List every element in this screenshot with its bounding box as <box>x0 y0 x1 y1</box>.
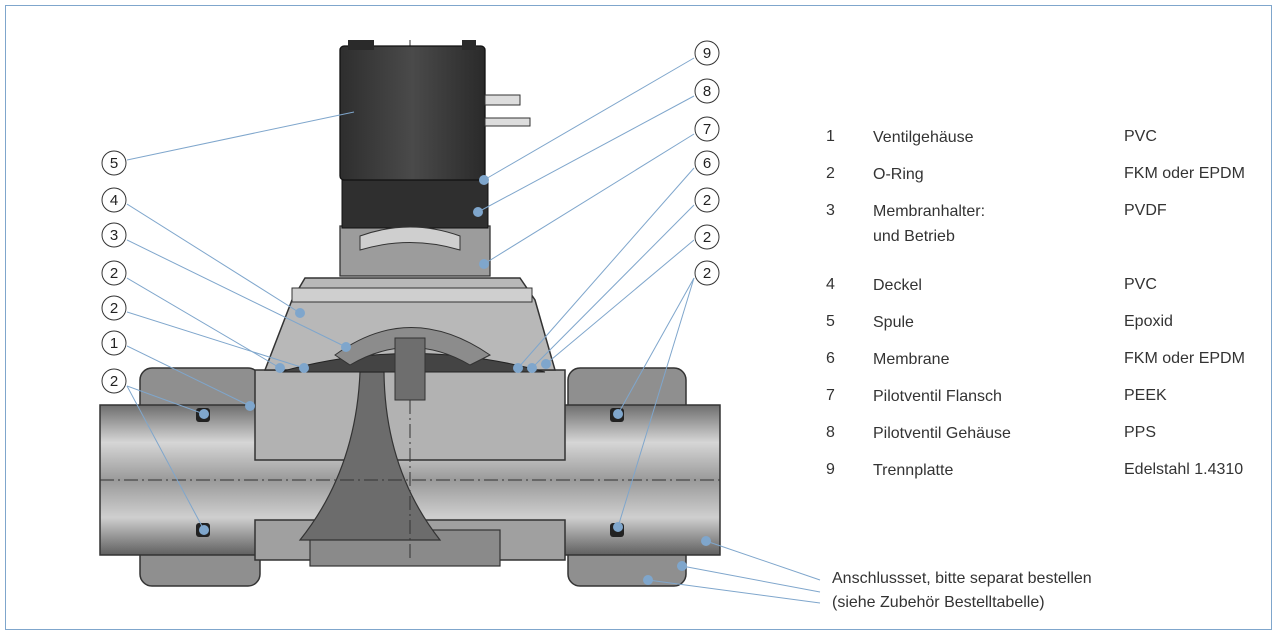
connector-pin-1 <box>484 94 521 106</box>
legend-material: PVC <box>1124 128 1157 145</box>
svg-text:2: 2 <box>703 229 711 246</box>
cover-flange <box>291 287 533 303</box>
callout-2: 2 <box>101 260 127 286</box>
callout-5: 5 <box>101 150 127 176</box>
callout-2: 2 <box>694 187 720 213</box>
legend-part: Pilotventil Gehäuse <box>873 425 1011 442</box>
svg-text:3: 3 <box>110 227 118 244</box>
marker <box>701 536 711 546</box>
legend-part: Membranhalter: <box>873 203 986 220</box>
marker <box>299 363 309 373</box>
legend-material: FKM oder EPDM <box>1124 350 1245 367</box>
legend-part: Ventilgehäuse <box>873 129 974 146</box>
callout-2: 2 <box>694 224 720 250</box>
legend-part: Deckel <box>873 277 922 294</box>
separating-wall <box>298 371 442 541</box>
svg-text:2: 2 <box>110 265 118 282</box>
legend-number: 4 <box>826 276 835 293</box>
marker <box>341 342 351 352</box>
accessory-table-note: (siehe Zubehör Bestelltabelle) <box>832 594 1045 611</box>
callout-1: 1 <box>101 330 127 356</box>
coil-tab <box>348 40 374 50</box>
marker-dots <box>199 175 711 585</box>
svg-text:6: 6 <box>703 155 711 172</box>
svg-text:5: 5 <box>110 155 118 172</box>
solenoid-coil <box>339 45 486 181</box>
legend-material: PPS <box>1124 424 1157 441</box>
marker <box>479 175 489 185</box>
marker <box>275 363 285 373</box>
legend-number: 2 <box>826 165 835 182</box>
legend-number: 7 <box>826 387 835 404</box>
svg-text:8: 8 <box>703 83 711 100</box>
svg-text:7: 7 <box>703 121 711 138</box>
legend-number: 5 <box>826 313 835 330</box>
legend-number: 6 <box>826 350 835 367</box>
cover-assembly <box>263 277 556 401</box>
legend-material: PVC <box>1124 276 1157 293</box>
callout-2: 2 <box>101 295 127 321</box>
pilot-internals <box>359 226 461 251</box>
legend-part-line2: und Betrieb <box>873 228 955 245</box>
legend-number: 3 <box>826 202 835 219</box>
marker <box>245 401 255 411</box>
marker <box>199 525 209 535</box>
legend-part: Spule <box>873 314 914 331</box>
leader-lines <box>126 57 821 604</box>
legend-material: FKM oder EPDM <box>1124 165 1245 182</box>
legend-material: Edelstahl 1.4310 <box>1124 461 1244 478</box>
legend-part: Membrane <box>873 351 950 368</box>
pilot-and-coil <box>339 40 531 277</box>
legend-part: O-Ring <box>873 166 924 183</box>
plunger <box>394 337 426 401</box>
marker <box>527 363 537 373</box>
callout-3: 3 <box>101 222 127 248</box>
callout-2: 2 <box>694 260 720 286</box>
legend-material: PEEK <box>1124 387 1167 404</box>
pilot-housing <box>341 179 489 229</box>
callout-7: 7 <box>694 116 720 142</box>
marker <box>677 561 687 571</box>
connection-set-note: Anschlussset, bitte separat bestellen <box>832 570 1092 587</box>
svg-text:9: 9 <box>703 45 711 62</box>
callout-8: 8 <box>694 78 720 104</box>
svg-text:2: 2 <box>703 265 711 282</box>
coil-tab-right <box>462 40 476 50</box>
marker <box>199 409 209 419</box>
callout-4: 4 <box>101 187 127 213</box>
svg-text:1: 1 <box>110 335 118 352</box>
legend-number: 1 <box>826 128 835 145</box>
legend-material: Epoxid <box>1124 313 1173 330</box>
legend-number: 8 <box>826 424 835 441</box>
legend-part: Pilotventil Flansch <box>873 388 1002 405</box>
svg-text:2: 2 <box>110 373 118 390</box>
marker <box>473 207 483 217</box>
callout-2: 2 <box>101 368 127 394</box>
marker <box>643 575 653 585</box>
connector-pin-2 <box>484 117 531 127</box>
legend-number: 9 <box>826 461 835 478</box>
callout-6: 6 <box>694 150 720 176</box>
marker <box>541 359 551 369</box>
callout-9: 9 <box>694 40 720 66</box>
svg-text:4: 4 <box>110 192 118 209</box>
svg-text:2: 2 <box>703 192 711 209</box>
legend-material: PVDF <box>1124 202 1167 219</box>
marker <box>613 409 623 419</box>
marker <box>613 522 623 532</box>
callout-circles: 9 8 7 6 2 2 2 5 4 3 2 2 1 2 <box>101 40 720 394</box>
marker <box>295 308 305 318</box>
legend-part: Trennplatte <box>873 462 954 479</box>
marker <box>479 259 489 269</box>
marker <box>513 363 523 373</box>
svg-text:2: 2 <box>110 300 118 317</box>
